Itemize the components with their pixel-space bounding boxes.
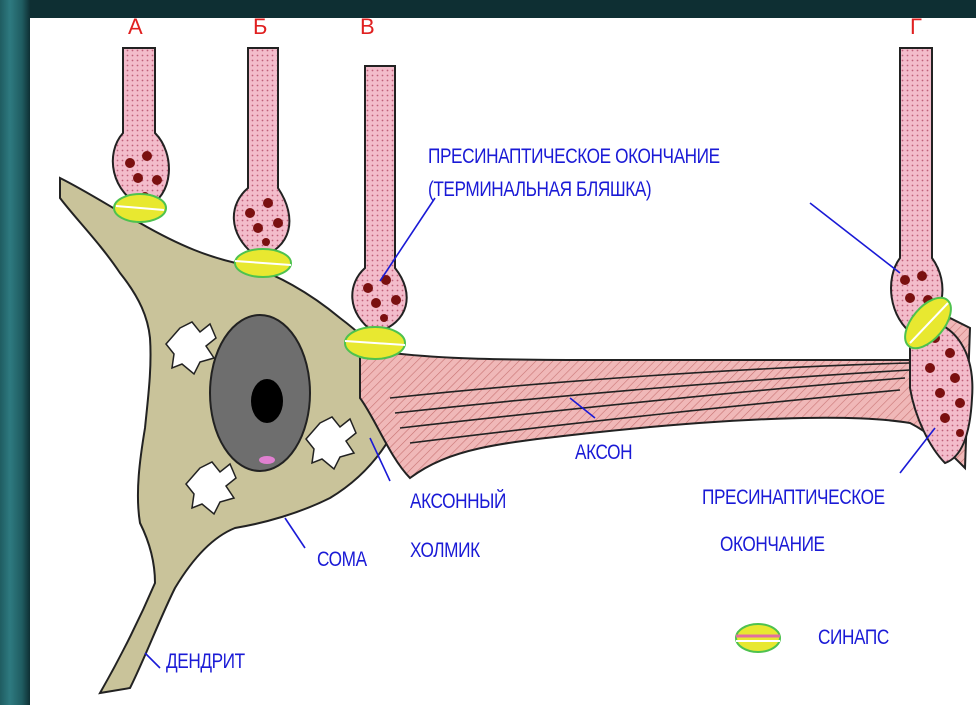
axon-hillock-label-line1: АКСОННЫЙ [410, 490, 506, 514]
terminal-g [891, 48, 960, 356]
presynaptic-label-line1: ПРЕСИНАПТИЧЕСКОЕ ОКОНЧАНИЕ [428, 145, 720, 169]
diagram-frame: А Б В Г ПРЕСИНАПТИЧЕСКОЕ ОКОНЧАНИЕ (ТЕРМ… [30, 18, 976, 705]
synapse-legend-icon [736, 624, 780, 652]
nucleus-pink-spot [259, 456, 275, 464]
presynaptic-label-line2: (ТЕРМИНАЛЬНАЯ БЛЯШКА) [428, 178, 651, 202]
terminal-label-a: А [128, 14, 143, 40]
terminal-label-b: Б [253, 14, 267, 40]
axon-shape [360, 318, 970, 478]
synapse-legend-label: СИНАПС [818, 626, 889, 650]
terminal-v [345, 66, 407, 359]
nucleolus [251, 379, 283, 423]
dendrite-label: ДЕНДРИТ [166, 650, 245, 674]
terminal-label-g: Г [910, 14, 922, 40]
presynaptic2-label-line1: ПРЕСИНАПТИЧЕСКОЕ [702, 486, 885, 510]
presynaptic2-label-line2: ОКОНЧАНИЕ [720, 533, 825, 557]
terminal-label-v: В [360, 14, 375, 40]
axon-hillock-label-line2: ХОЛМИК [410, 539, 480, 563]
terminal-a [113, 48, 169, 222]
neuron-diagram [30, 18, 976, 705]
axon-label: АКСОН [575, 441, 632, 465]
soma-label: СОМА [317, 548, 367, 572]
terminal-b [234, 48, 291, 277]
